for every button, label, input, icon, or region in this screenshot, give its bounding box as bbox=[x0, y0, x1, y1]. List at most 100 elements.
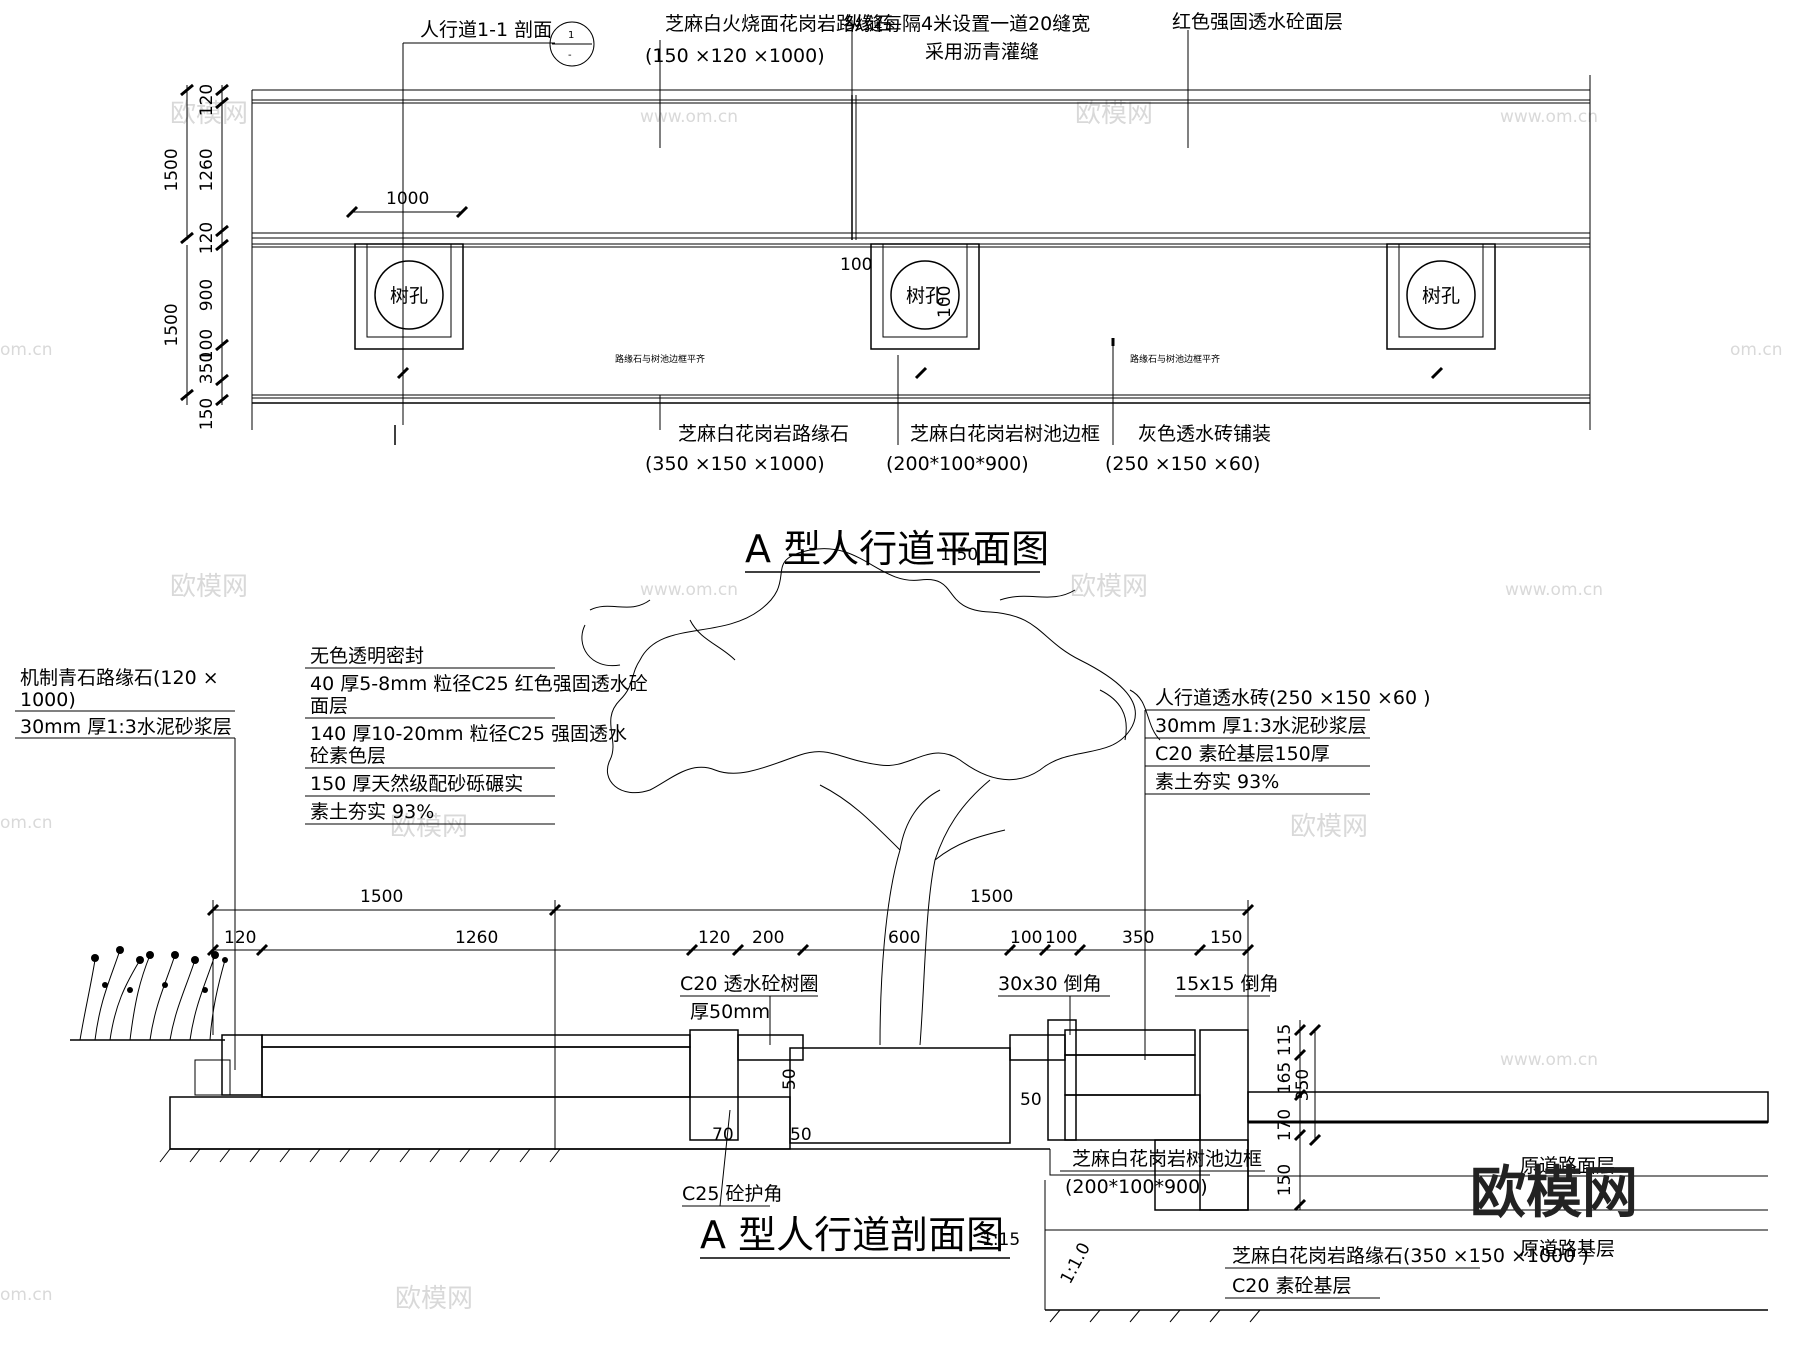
tree-frame-size: (200*100*900) bbox=[886, 453, 1029, 475]
left-curb bbox=[221, 1034, 263, 1096]
note-c20-base: C20 素砼基层 bbox=[1232, 1275, 1351, 1297]
dim-120: 120 bbox=[224, 928, 256, 948]
plan-small-note: 路缘石与树池边框平齐 bbox=[615, 353, 705, 365]
section-title-text: A 型人行道剖面图 bbox=[700, 1213, 1004, 1257]
watermark-url: www.om.cn bbox=[640, 107, 738, 127]
section-mid-labels: 无色透明密封 40 厚5-8mm 粒径C25 红色强固透水砼 面层 140 厚1… bbox=[305, 645, 648, 825]
dim-350: 350 bbox=[1122, 928, 1154, 948]
note-road-surface: 原道路面层 bbox=[1520, 1155, 1615, 1177]
plan-annotations: 1 - 人行道1-1 剖面 芝麻白火烧面花岗岩路缘石 (150 ×120 ×10… bbox=[394, 11, 1444, 475]
section-structure bbox=[159, 1019, 1769, 1323]
dim-1260: 1260 bbox=[197, 148, 217, 191]
right-label-1: 人行道透水砖(250 ×150 ×60 ) bbox=[1155, 687, 1431, 709]
plan-scale: 1:50 bbox=[940, 545, 978, 565]
plan-inner-dims: 1000 100 100 bbox=[345, 189, 955, 318]
dim-350: 350 bbox=[197, 352, 217, 384]
red-layer-label: 红色强固透水砼面层 bbox=[1172, 11, 1343, 33]
right-label-3: C20 素砼基层150厚 bbox=[1155, 743, 1330, 765]
note-chamfer15: 15x15 倒角 bbox=[1175, 973, 1279, 995]
gravel-base bbox=[169, 1096, 791, 1150]
left-label-3: 30mm 厚1:3水泥砂浆层 bbox=[20, 716, 232, 738]
right-label-4: 素土夯实 93% bbox=[1155, 771, 1279, 793]
granite-top-size: (150 ×120 ×1000) bbox=[645, 45, 825, 67]
tree-pit-3: 树孔 bbox=[1386, 243, 1496, 350]
watermark-url: www.om.cn bbox=[1505, 580, 1603, 600]
concrete-layer bbox=[261, 1046, 691, 1098]
dim-100: 100 bbox=[840, 255, 872, 275]
watermark-brand: 欧模网 bbox=[170, 99, 248, 129]
plan-view bbox=[251, 75, 1591, 430]
left-label-2: 1000) bbox=[20, 689, 76, 711]
dim-200: 200 bbox=[752, 928, 784, 948]
plan-small-note: 路缘石与树池边框平齐 bbox=[1130, 353, 1220, 365]
note-c25-corner: C25 砼护角 bbox=[682, 1183, 782, 1205]
dim-120: 120 bbox=[197, 222, 217, 254]
watermark-brand: 欧模网 bbox=[390, 812, 468, 842]
note-tree-frame: 芝麻白花岗岩树池边框 bbox=[1072, 1148, 1262, 1170]
section-scale: 1:15 bbox=[982, 1230, 1020, 1250]
dim-1500: 1500 bbox=[360, 887, 403, 907]
note-c20-ring: C20 透水砼树圈 bbox=[680, 973, 818, 995]
watermark-url: om.cn bbox=[1730, 340, 1783, 360]
dim-1500: 1500 bbox=[162, 148, 182, 191]
section-mark-label: 人行道1-1 剖面 bbox=[420, 19, 552, 41]
right-label-2: 30mm 厚1:3水泥砂浆层 bbox=[1155, 715, 1367, 737]
tree-hole-label: 树孔 bbox=[390, 285, 428, 307]
svg-text:1: 1 bbox=[568, 30, 574, 41]
watermark-brand: 欧模网 bbox=[395, 1284, 473, 1314]
watermark-brand: 欧模网 bbox=[1070, 572, 1148, 602]
dim-1500: 1500 bbox=[970, 887, 1013, 907]
note-chamfer30: 30x30 倒角 bbox=[998, 973, 1102, 995]
granite-top-label: 芝麻白火烧面花岗岩路缘石 bbox=[665, 13, 893, 35]
curb-label: 芝麻白花岗岩路缘石 bbox=[678, 423, 849, 445]
dim-150: 150 bbox=[1210, 928, 1242, 948]
dim-100: 100 bbox=[1045, 928, 1077, 948]
dim-100: 100 bbox=[197, 329, 217, 361]
grey-paver-field bbox=[251, 246, 1591, 396]
note-curb-bottom: 芝麻白花岗岩路缘石(350 ×150 ×1000 ) bbox=[1232, 1245, 1589, 1267]
svg-text:-: - bbox=[568, 50, 572, 61]
dim-165: 165 bbox=[1275, 1062, 1295, 1094]
tree-illustration bbox=[581, 548, 1161, 1046]
dim-150: 150 bbox=[197, 398, 217, 430]
section-right-labels: 人行道透水砖(250 ×150 ×60 ) 30mm 厚1:3水泥砂浆层 C20… bbox=[1144, 687, 1431, 1060]
tree-hole-label: 树孔 bbox=[906, 285, 944, 307]
dim-900: 900 bbox=[197, 279, 217, 311]
dim-170: 170 bbox=[1275, 1109, 1295, 1141]
note-tree-frame-size: (200*100*900) bbox=[1065, 1176, 1208, 1198]
mid-label-5: 砼素色层 bbox=[310, 745, 386, 767]
watermark-brand: 欧模网 bbox=[170, 572, 248, 602]
red-permeable-concrete-band bbox=[251, 102, 1591, 234]
dim-100: 100 bbox=[935, 286, 955, 318]
dim-70: 70 bbox=[712, 1125, 734, 1145]
tree-hole-label: 树孔 bbox=[1422, 285, 1460, 307]
grass-plants bbox=[70, 946, 228, 1041]
plan-title-text: A 型人行道平面图 bbox=[745, 527, 1049, 571]
mid-label-3: 面层 bbox=[310, 695, 348, 717]
road-surface bbox=[1247, 1091, 1769, 1123]
dim-1260: 1260 bbox=[455, 928, 498, 948]
dim-50: 50 bbox=[780, 1068, 800, 1090]
dim-120: 120 bbox=[197, 84, 217, 116]
brand-watermark: 欧模网 bbox=[1470, 1161, 1638, 1226]
section-dims: 1500 1500 120 1260 120 200 600 100 100 3… bbox=[206, 887, 1322, 1212]
dim-350: 350 bbox=[1293, 1069, 1313, 1101]
watermark-url: www.om.cn bbox=[640, 580, 738, 600]
joint-label-2: 采用沥青灌缝 bbox=[925, 41, 1039, 63]
watermark-url: om.cn bbox=[0, 340, 53, 360]
plan-title: A 型人行道平面图 1:50 bbox=[745, 527, 1049, 573]
note-ring-thick: 厚50mm bbox=[690, 1001, 770, 1023]
watermark-layer: 欧模网 欧模网 www.om.cn www.om.cn om.cn om.cn … bbox=[0, 99, 1783, 1314]
dim-600: 600 bbox=[888, 928, 920, 948]
watermark-url: www.om.cn bbox=[1500, 107, 1598, 127]
watermark-url: www.om.cn bbox=[1500, 1050, 1598, 1070]
section-title: A 型人行道剖面图 1:15 bbox=[700, 1213, 1020, 1259]
note-road-base: 原道路基层 bbox=[1520, 1238, 1615, 1260]
dim-50: 50 bbox=[790, 1125, 812, 1145]
watermark-url: om.cn bbox=[0, 1285, 53, 1305]
dim-120: 120 bbox=[698, 928, 730, 948]
mid-label-1: 无色透明密封 bbox=[310, 645, 424, 667]
dim-1000: 1000 bbox=[386, 189, 429, 209]
watermark-brand: 欧模网 bbox=[1075, 99, 1153, 129]
